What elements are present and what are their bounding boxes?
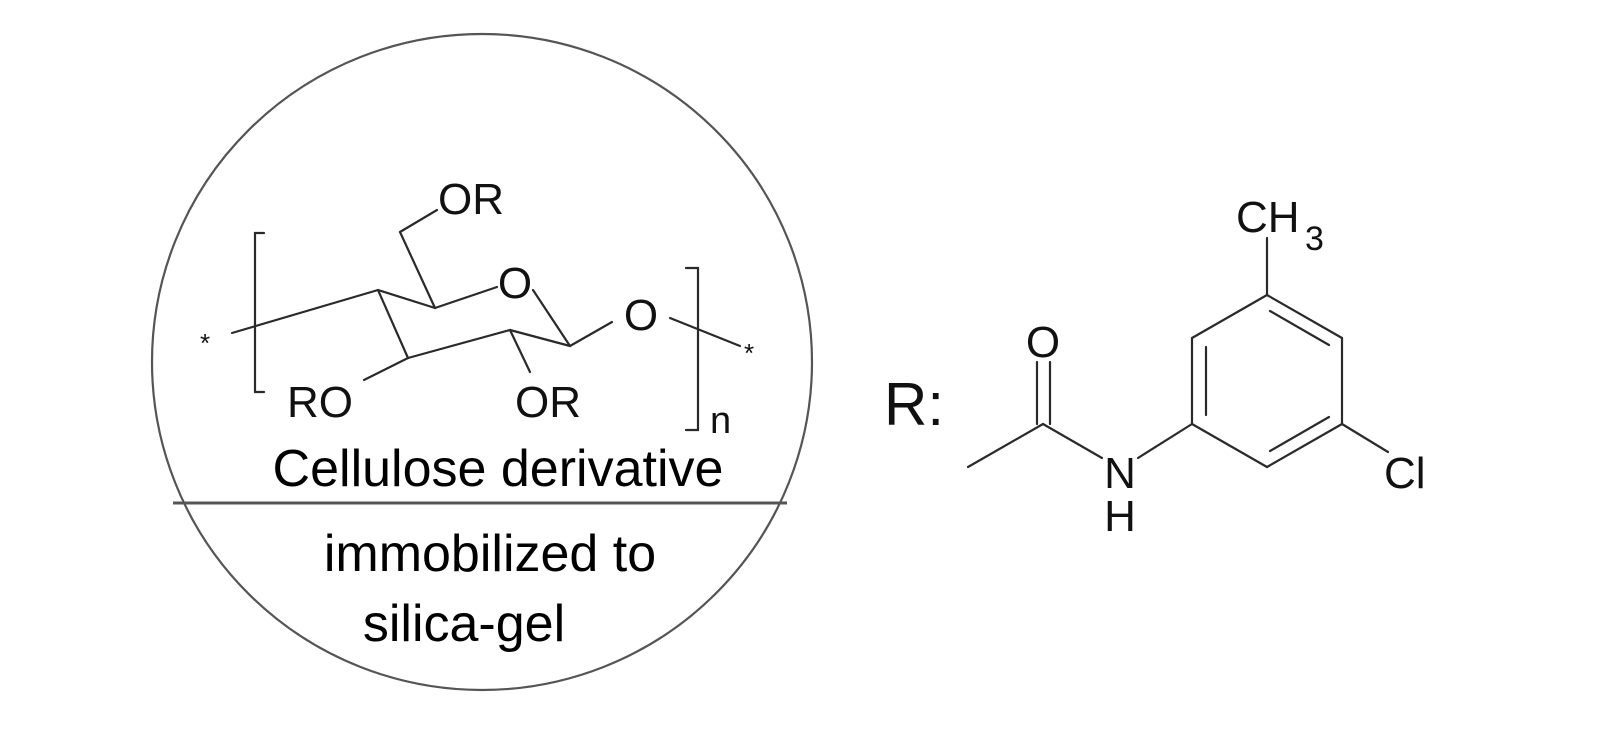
particle-circle [150, 32, 814, 692]
end-star-left: * [200, 328, 210, 358]
bond-nitrogen-ring [1136, 422, 1194, 460]
cellulose-repeat-unit: * * O O OR RO OR n [200, 175, 754, 442]
methyl-label: CH [1236, 193, 1300, 242]
ring-bond-2 [1190, 293, 1269, 340]
ring-bond-6 [1190, 422, 1269, 469]
particle-caption: Cellulose derivative immobilized to sili… [273, 440, 724, 653]
bond-c3-c4 [376, 288, 410, 360]
c3-substituent-label: RO [287, 378, 353, 427]
bond-carbonyl-nitrogen [1041, 422, 1104, 460]
bond-c3-o3 [362, 356, 410, 382]
caption-line-1: Cellulose derivative [273, 440, 724, 498]
bond-c2-o2 [508, 328, 532, 374]
benzene-ring [1190, 293, 1344, 469]
caption-line-3: silica-gel [363, 595, 565, 653]
bond-c4-c5 [376, 288, 437, 310]
glycosidic-oxygen-label: O [624, 291, 658, 340]
bond-o1-right-end [668, 316, 742, 348]
repeat-subscript-n: n [710, 400, 731, 442]
ring-inner-bond-c [1268, 415, 1331, 453]
end-star-right: * [744, 338, 754, 368]
substituent-r-label: R: [884, 371, 944, 438]
c2-substituent-label: OR [515, 378, 581, 427]
bond-ring-chlorine [1340, 422, 1390, 454]
right-bracket [684, 266, 700, 432]
chlorine-label: Cl [1384, 449, 1426, 498]
ring-oxygen-label: O [498, 259, 532, 308]
bond-o5-c1 [531, 288, 572, 348]
left-bracket [253, 231, 266, 394]
bond-c1-c2 [508, 328, 572, 348]
bond-left-end [230, 288, 380, 335]
bond-attach-carbonyl [966, 422, 1045, 469]
ring-bond-3 [1265, 293, 1344, 340]
particle-frame [150, 32, 814, 692]
bond-c5-c6 [398, 230, 437, 310]
bond-c1-o1 [568, 320, 614, 348]
hydrogen-label: H [1104, 492, 1136, 541]
carbonyl-oxygen-label: O [1026, 318, 1060, 367]
ring-bond-5 [1265, 422, 1344, 469]
caption-line-2: immobilized to [324, 525, 656, 583]
substituent-structure: R: O N H CH 3 Cl [884, 193, 1426, 541]
bond-c5-o5 [433, 285, 499, 310]
ring-inner-bond-b [1268, 309, 1331, 347]
bond-c2-c3 [406, 328, 512, 360]
nitrogen-label: N [1104, 449, 1136, 498]
methyl-subscript: 3 [1305, 220, 1324, 258]
c6-substituent-label: OR [438, 175, 504, 224]
bond-c6-o6 [398, 208, 439, 234]
pyranose-ring [376, 285, 572, 360]
